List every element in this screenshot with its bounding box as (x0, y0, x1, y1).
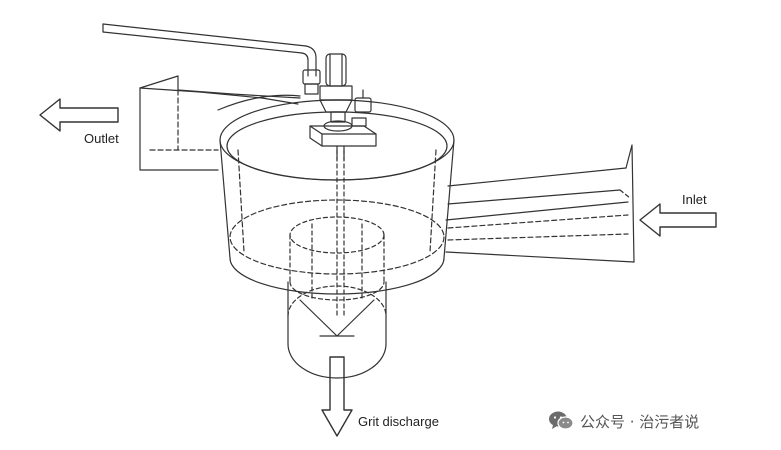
outlet-channel (139, 75, 301, 171)
grit-hopper (287, 281, 387, 379)
watermark: 公众号 · 治污者说 (548, 410, 699, 432)
grit-discharge-arrow (321, 356, 353, 437)
grit-discharge-label: Grit discharge (358, 414, 439, 429)
inlet-arrow (639, 203, 717, 237)
main-tank (217, 94, 455, 295)
inner-cylinder (289, 149, 385, 319)
inlet-channel (445, 144, 635, 263)
air-pipe (102, 23, 321, 95)
outlet-arrow (39, 98, 119, 132)
inlet-label: Inlet (682, 192, 707, 207)
watermark-text: 公众号 · 治污者说 (580, 412, 700, 431)
outlet-label: Outlet (84, 131, 119, 146)
drive-motor (309, 53, 377, 161)
wechat-icon (548, 410, 574, 432)
